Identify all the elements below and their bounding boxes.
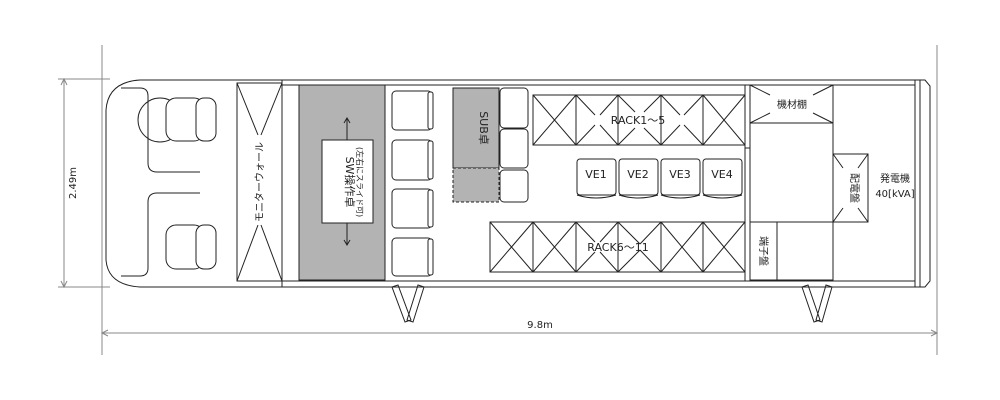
generator-capacity: 40[kVA] [875, 189, 914, 200]
width-dimension-label: 2.49m [68, 167, 79, 199]
rack-upper-label: RACK1～5 [611, 114, 665, 127]
sw-desk-label: SW操作卓 [343, 157, 357, 208]
length-dimension-label: 9.8m [527, 320, 553, 331]
sub-desk-label: SUB卓 [477, 111, 490, 145]
rack-lower-label: RACK6～11 [587, 241, 648, 254]
ve2-label: VE2 [627, 168, 648, 181]
side-door-front [391, 284, 425, 323]
sw-desk-note: (左右にスライド可) [355, 147, 365, 217]
dimension-lines [58, 45, 939, 355]
distribution-board [832, 153, 869, 223]
rack-lower [489, 221, 746, 273]
monitor-wall [236, 82, 283, 282]
terminal-board-label: 端子盤 [757, 236, 770, 266]
rear-section [744, 84, 869, 282]
sub-desk [452, 87, 529, 203]
distribution-board-label: 配電盤 [848, 173, 861, 203]
cab [121, 87, 217, 277]
operator-seats [391, 90, 434, 277]
ve4-label: VE4 [711, 168, 732, 181]
ve1-label: VE1 [585, 168, 606, 181]
equipment-shelf-label: 機材棚 [777, 98, 807, 111]
ve-seats [576, 158, 743, 199]
generator-label: 発電機 [880, 172, 910, 185]
ve3-label: VE3 [669, 168, 690, 181]
side-door-rear [801, 284, 833, 323]
sw-desk [298, 84, 386, 281]
monitor-wall-label: モニターウォール [254, 142, 266, 222]
